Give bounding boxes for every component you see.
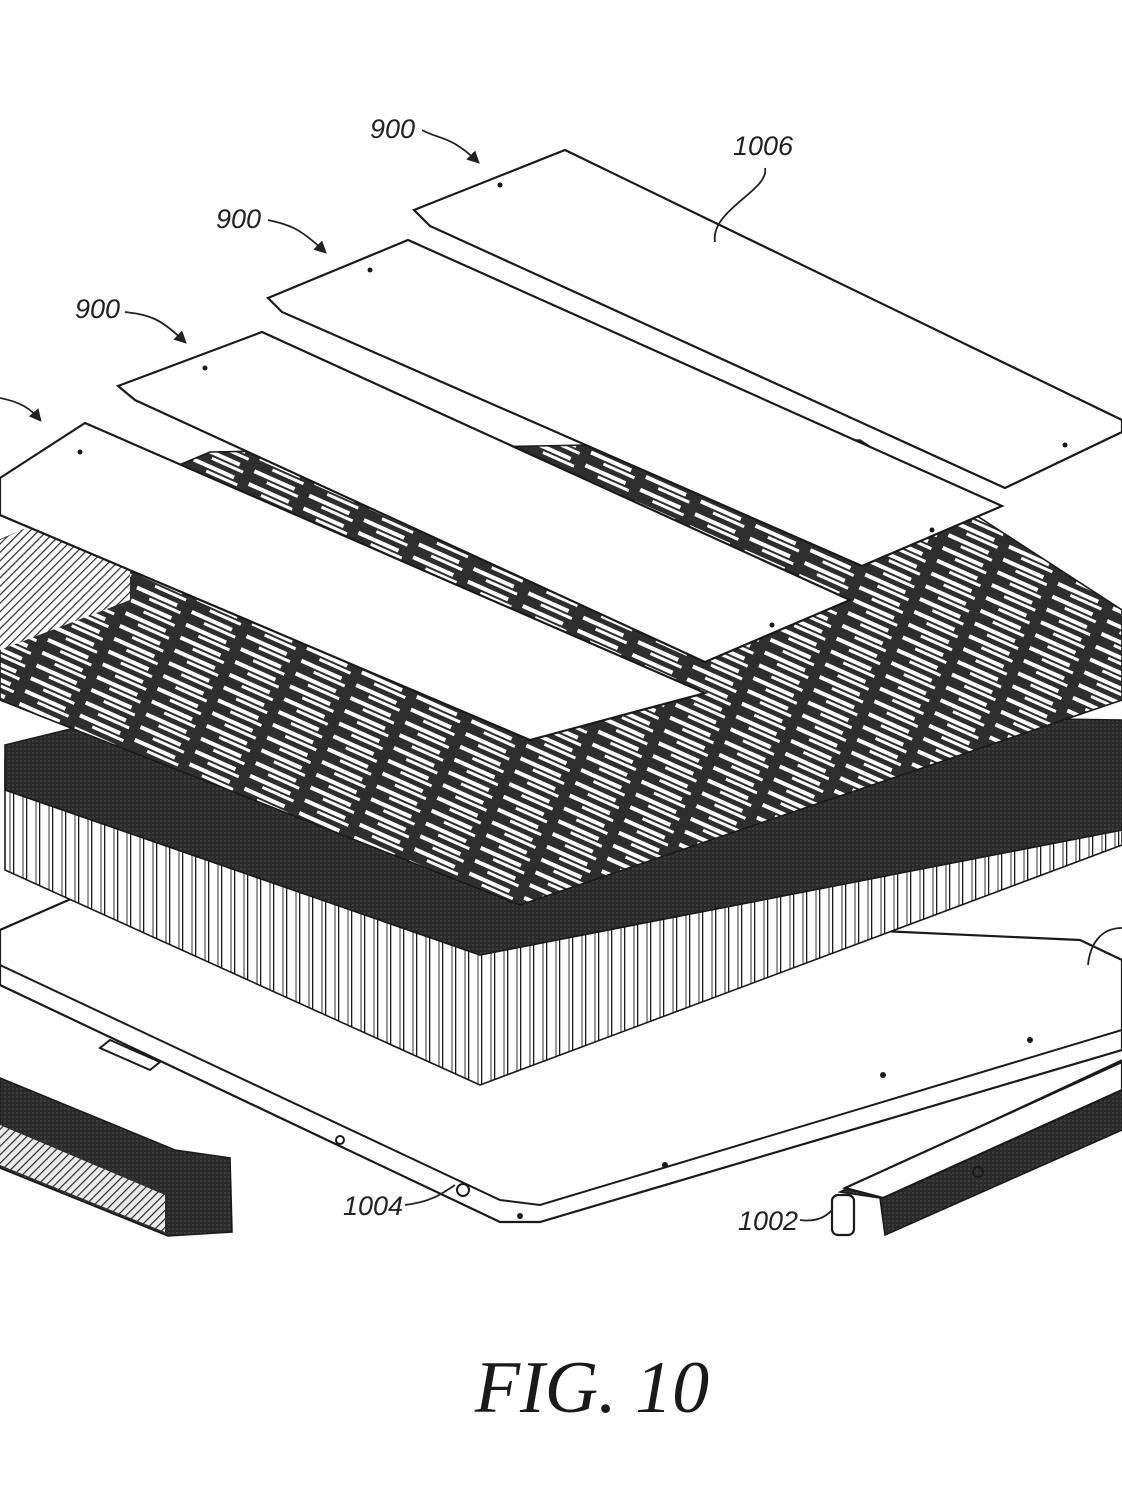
ref-1006: 1006 [733, 131, 794, 161]
ref-1004: 1004 [343, 1191, 403, 1221]
leader-lines [0, 129, 1122, 1222]
cover-plate-upper [266, 238, 1005, 568]
cover-plates [0, 148, 1122, 742]
ref-900-lower: 900 [75, 294, 120, 324]
ref-900-top: 900 [370, 114, 415, 144]
ref-1002: 1002 [738, 1206, 798, 1236]
ref-900-middle: 900 [216, 204, 261, 234]
left-end-bracket [0, 1077, 233, 1237]
cover-plate-top [412, 148, 1122, 490]
right-side-rail [830, 1059, 1122, 1237]
cover-plate-middle [115, 330, 853, 664]
cover-plate-lower [0, 421, 709, 742]
figure-caption: FIG. 10 [474, 1347, 709, 1429]
